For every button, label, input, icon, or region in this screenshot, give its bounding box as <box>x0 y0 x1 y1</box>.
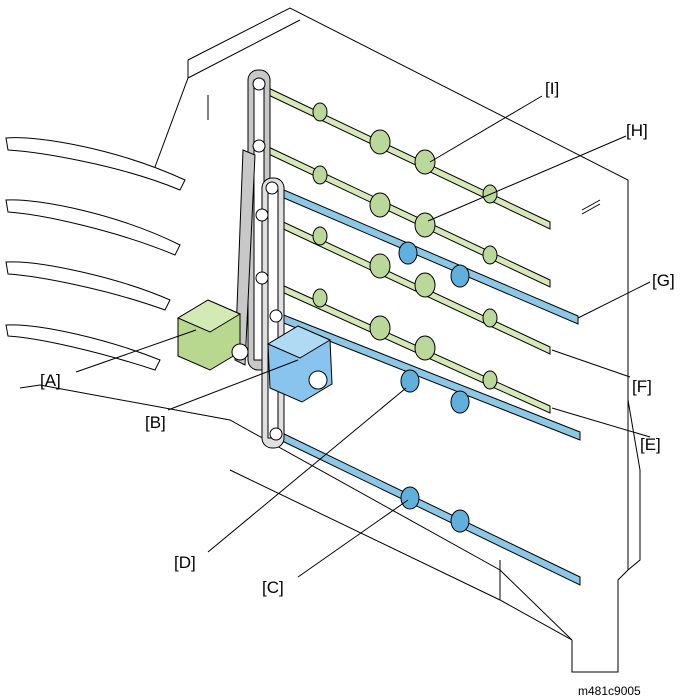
roller <box>482 370 498 390</box>
roller <box>482 308 498 328</box>
green-shafts <box>259 83 551 414</box>
tray-3 <box>5 261 171 311</box>
leader-B <box>167 359 299 411</box>
shaft-upper-1 <box>259 83 551 230</box>
roller <box>450 509 470 533</box>
leader-H <box>427 135 627 222</box>
leader-D <box>207 387 407 553</box>
motor-a <box>176 299 249 371</box>
blue-shafts <box>269 183 581 586</box>
roller <box>369 192 391 218</box>
figure-id: m481c9005 <box>578 684 641 698</box>
tray-2 <box>5 199 181 256</box>
roller <box>450 264 470 288</box>
roller <box>369 315 391 341</box>
roller <box>312 226 328 246</box>
machine-body-outline <box>19 7 641 673</box>
label-C: [C] <box>262 578 284 597</box>
shaft-upper-2 <box>259 142 551 288</box>
leader-E <box>551 407 651 438</box>
output-trays <box>5 137 186 371</box>
pulleys <box>252 77 283 441</box>
label-E: [E] <box>640 435 661 454</box>
label-B: [B] <box>145 413 166 432</box>
roller <box>398 241 418 265</box>
roller <box>400 369 420 393</box>
leader-I <box>429 95 543 163</box>
leader-G <box>577 281 651 319</box>
roller <box>450 390 470 414</box>
leader-C <box>297 499 409 578</box>
green-rollers <box>312 102 498 390</box>
tray-1 <box>5 137 186 191</box>
roller <box>312 165 328 185</box>
roller <box>414 212 436 238</box>
leader-A <box>75 329 197 373</box>
label-F: [F] <box>632 377 652 396</box>
leader-F <box>551 349 631 378</box>
motor-belt <box>234 149 256 366</box>
motor-b <box>266 325 333 403</box>
roller <box>414 149 436 175</box>
roller <box>369 129 391 155</box>
roller <box>414 335 436 361</box>
roller <box>400 486 420 510</box>
shaft-C <box>275 429 581 586</box>
roller <box>369 253 391 279</box>
label-A: [A] <box>40 371 61 390</box>
roller <box>414 272 436 298</box>
label-H: [H] <box>626 121 648 140</box>
leader-lines <box>75 95 651 578</box>
roller <box>312 288 328 308</box>
label-I: [I] <box>545 79 559 98</box>
blue-rollers <box>398 241 470 533</box>
tray-4 <box>5 324 161 371</box>
roller <box>482 245 498 265</box>
label-G: [G] <box>652 271 675 290</box>
label-D: [D] <box>174 553 196 572</box>
roller <box>312 102 328 122</box>
